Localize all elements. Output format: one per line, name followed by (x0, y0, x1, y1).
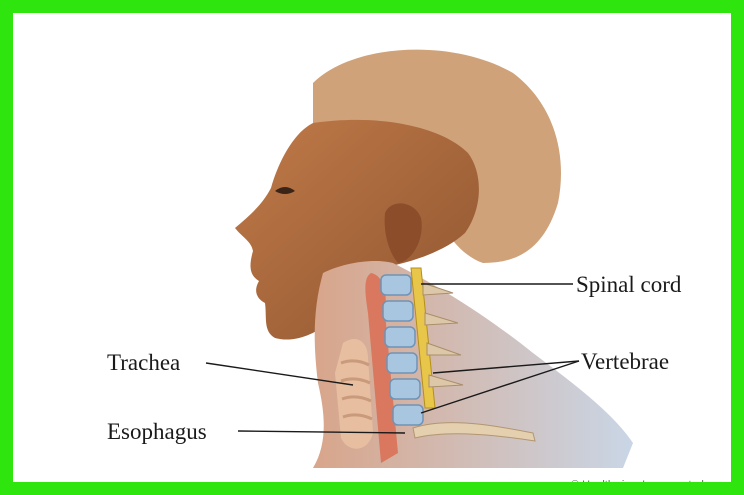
label-vertebrae: Vertebrae (581, 350, 669, 373)
label-trachea: Trachea (107, 351, 180, 374)
label-spinal-cord: Spinal cord (576, 273, 681, 296)
copyright-text: © Healthwise, Incorporated (571, 479, 704, 491)
label-esophagus: Esophagus (107, 420, 207, 443)
